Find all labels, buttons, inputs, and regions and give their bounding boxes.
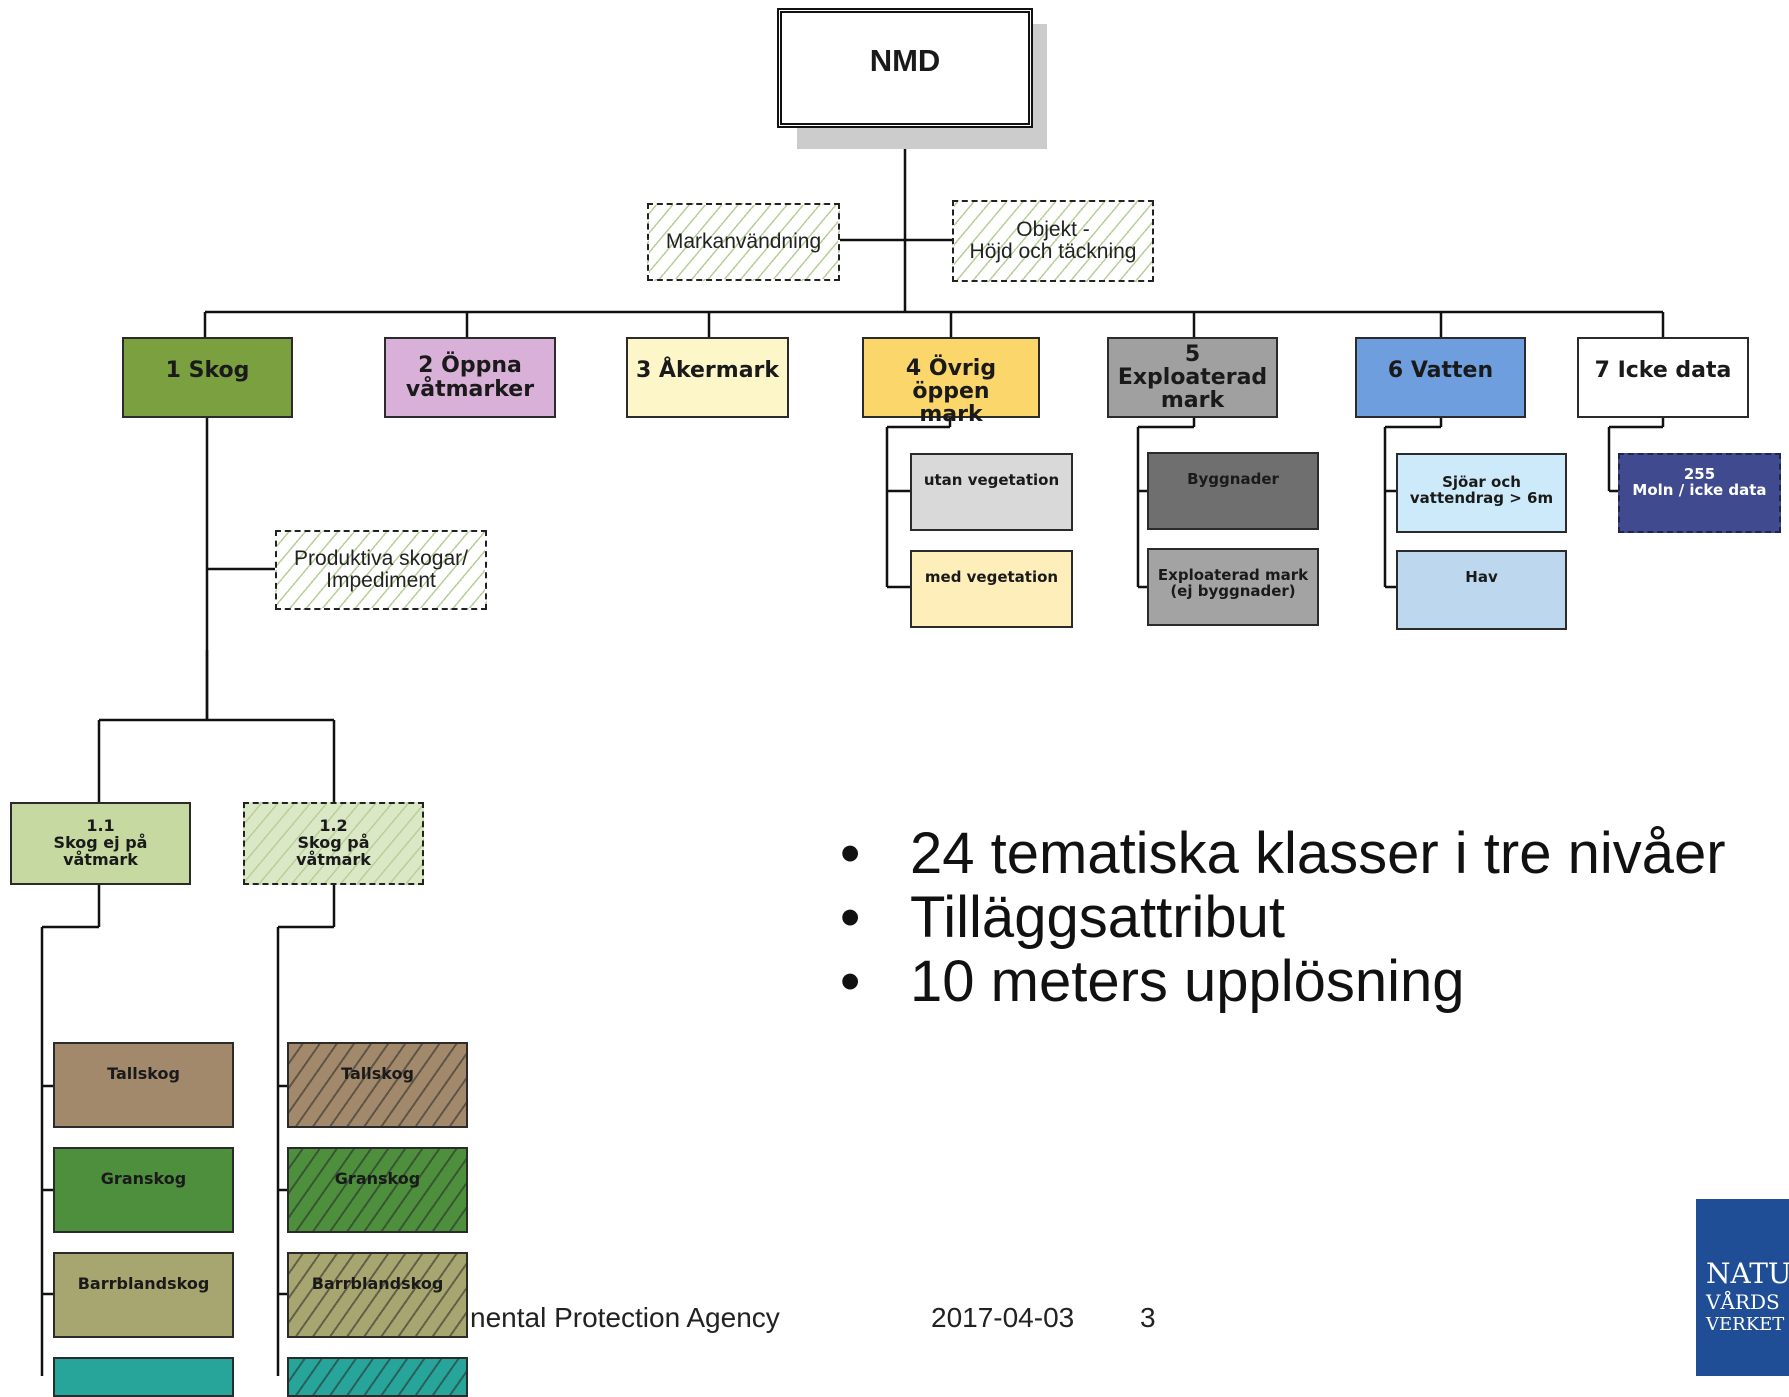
footer-page-number: 3: [1140, 1302, 1156, 1333]
logo-line2: VÅRDS: [1706, 1290, 1780, 1314]
attribute-objects: Objekt - Höjd och täckning: [952, 200, 1154, 282]
class-akermark: 3 Åkermark: [626, 337, 789, 418]
sub-sjoar-vattendrag-line2: vattendrag > 6m: [1409, 488, 1554, 507]
sub-exploaterad-mark: Exploaterad mark (ej byggnader): [1147, 548, 1319, 626]
class-skog-pa-vatmark: 1.2 Skog på våtmark: [243, 802, 424, 885]
forest-fourth-vatmark-partial: [287, 1357, 468, 1397]
class-skog-pa-vatmark-line2: våtmark: [296, 849, 371, 869]
bullet-item: • Tilläggsattribut: [840, 886, 1726, 950]
class-skog-ej-vatmark-line2: våtmark: [63, 849, 138, 869]
root-node: NMD: [777, 8, 1033, 128]
root-node-label: NMD: [869, 43, 941, 78]
sub-exploaterad-mark-line1: Exploaterad mark: [1157, 566, 1309, 584]
class-skog: 1 Skog: [122, 337, 293, 418]
footer-agency: nental Protection Agency: [470, 1302, 780, 1333]
forest-barrblandskog-vatmark-label: Barrblandskog: [311, 1274, 444, 1293]
attribute-produktiva-skogar: Produktiva skogar/ Impediment: [275, 530, 487, 610]
bullet-list: • 24 tematiska klasser i tre nivåer • Till…: [840, 822, 1726, 1014]
attribute-landuse-label: Markanvändning: [665, 229, 822, 253]
attribute-produktiva-skogar-line2: Impediment: [326, 569, 436, 592]
sub-sjoar-vattendrag: Sjöar och vattendrag > 6m: [1396, 453, 1567, 533]
class-exploaterad-mark-line2: mark: [1160, 388, 1225, 414]
class-skog-pa-vatmark-code: 1.2: [319, 816, 348, 836]
bullet-text: Tilläggsattribut: [910, 885, 1286, 950]
class-skog-ej-vatmark-code: 1.1: [86, 816, 115, 836]
class-exploaterad-mark: 5 Exploaterad mark: [1107, 337, 1278, 418]
class-skog-pa-vatmark-line1: Skog på: [297, 833, 370, 853]
sub-hav-label: Hav: [1465, 568, 1498, 586]
sub-byggnader: Byggnader: [1147, 452, 1319, 530]
class-exploaterad-mark-line1: 5 Exploaterad: [1117, 341, 1268, 390]
forest-granskog: Granskog: [53, 1147, 234, 1233]
forest-barrblandskog: Barrblandskog: [53, 1252, 234, 1338]
class-akermark-label: 3 Åkermark: [635, 358, 780, 383]
forest-tallskog-vatmark-label: Tallskog: [341, 1064, 414, 1083]
class-skog-label: 1 Skog: [165, 358, 250, 383]
attribute-objects-line1: Objekt -: [1016, 217, 1090, 241]
logo-line3: VERKET: [1706, 1314, 1785, 1335]
bullet-dot-icon: •: [840, 821, 861, 886]
class-vatten: 6 Vatten: [1355, 337, 1526, 418]
sub-sjoar-vattendrag-line1: Sjöar och: [1442, 473, 1521, 491]
sub-moln-icke-data: 255 Moln / icke data: [1618, 453, 1781, 533]
forest-fourth-partial: [53, 1357, 234, 1397]
sub-med-vegetation: med vegetation: [910, 550, 1073, 628]
forest-granskog-label: Granskog: [100, 1169, 187, 1188]
class-oppna-vatmarker: 2 Öppna våtmarker: [384, 337, 556, 418]
class-ovrig-oppen-mark-line2: mark: [919, 402, 983, 428]
sub-utan-vegetation-label: utan vegetation: [923, 471, 1060, 489]
logo-line1: NATU: [1706, 1257, 1789, 1290]
class-skog-ej-vatmark-line1: Skog ej på: [53, 833, 148, 853]
bullet-dot-icon: •: [840, 949, 861, 1014]
bullet-dot-icon: •: [840, 885, 861, 950]
class-vatten-label: 6 Vatten: [1387, 358, 1494, 383]
bullet-item: • 10 meters upplösning: [840, 950, 1726, 1014]
forest-barrblandskog-label: Barrblandskog: [77, 1274, 210, 1293]
class-oppna-vatmarker-line2: våtmarker: [405, 376, 535, 402]
class-ovrig-oppen-mark-line1: 4 Övrig öppen: [905, 356, 997, 405]
bullet-text: 10 meters upplösning: [910, 949, 1465, 1014]
forest-barrblandskog-vatmark: Barrblandskog: [287, 1252, 468, 1338]
sub-byggnader-label: Byggnader: [1187, 470, 1279, 488]
class-icke-data-label: 7 Icke data: [1594, 358, 1732, 383]
naturvardsverket-logo: NATU VÅRDS VERKET: [1696, 1199, 1789, 1376]
sub-moln-icke-data-label: Moln / icke data: [1632, 480, 1767, 499]
sub-utan-vegetation: utan vegetation: [910, 453, 1073, 531]
sub-exploaterad-mark-line2: (ej byggnader): [1170, 581, 1296, 600]
forest-granskog-vatmark-label: Granskog: [334, 1169, 421, 1188]
bullet-item: • 24 tematiska klasser i tre nivåer: [840, 822, 1726, 886]
attribute-landuse: Markanvändning: [647, 203, 840, 281]
attribute-objects-line2: Höjd och täckning: [969, 240, 1137, 263]
class-skog-ej-vatmark: 1.1 Skog ej på våtmark: [10, 802, 191, 885]
footer-date: 2017-04-03: [931, 1302, 1075, 1333]
attribute-produktiva-skogar-line1: Produktiva skogar/: [294, 546, 468, 570]
sub-hav: Hav: [1396, 550, 1567, 630]
class-ovrig-oppen-mark: 4 Övrig öppen mark: [862, 337, 1040, 426]
bullet-text: 24 tematiska klasser i tre nivåer: [910, 821, 1726, 886]
forest-tallskog-label: Tallskog: [107, 1064, 180, 1083]
sub-moln-icke-data-code: 255: [1683, 465, 1716, 483]
class-icke-data: 7 Icke data: [1577, 337, 1749, 418]
forest-granskog-vatmark: Granskog: [287, 1147, 468, 1233]
forest-tallskog-vatmark: Tallskog: [287, 1042, 468, 1128]
forest-tallskog: Tallskog: [53, 1042, 234, 1128]
class-oppna-vatmarker-line1: 2 Öppna: [418, 353, 522, 379]
sub-med-vegetation-label: med vegetation: [924, 568, 1059, 586]
